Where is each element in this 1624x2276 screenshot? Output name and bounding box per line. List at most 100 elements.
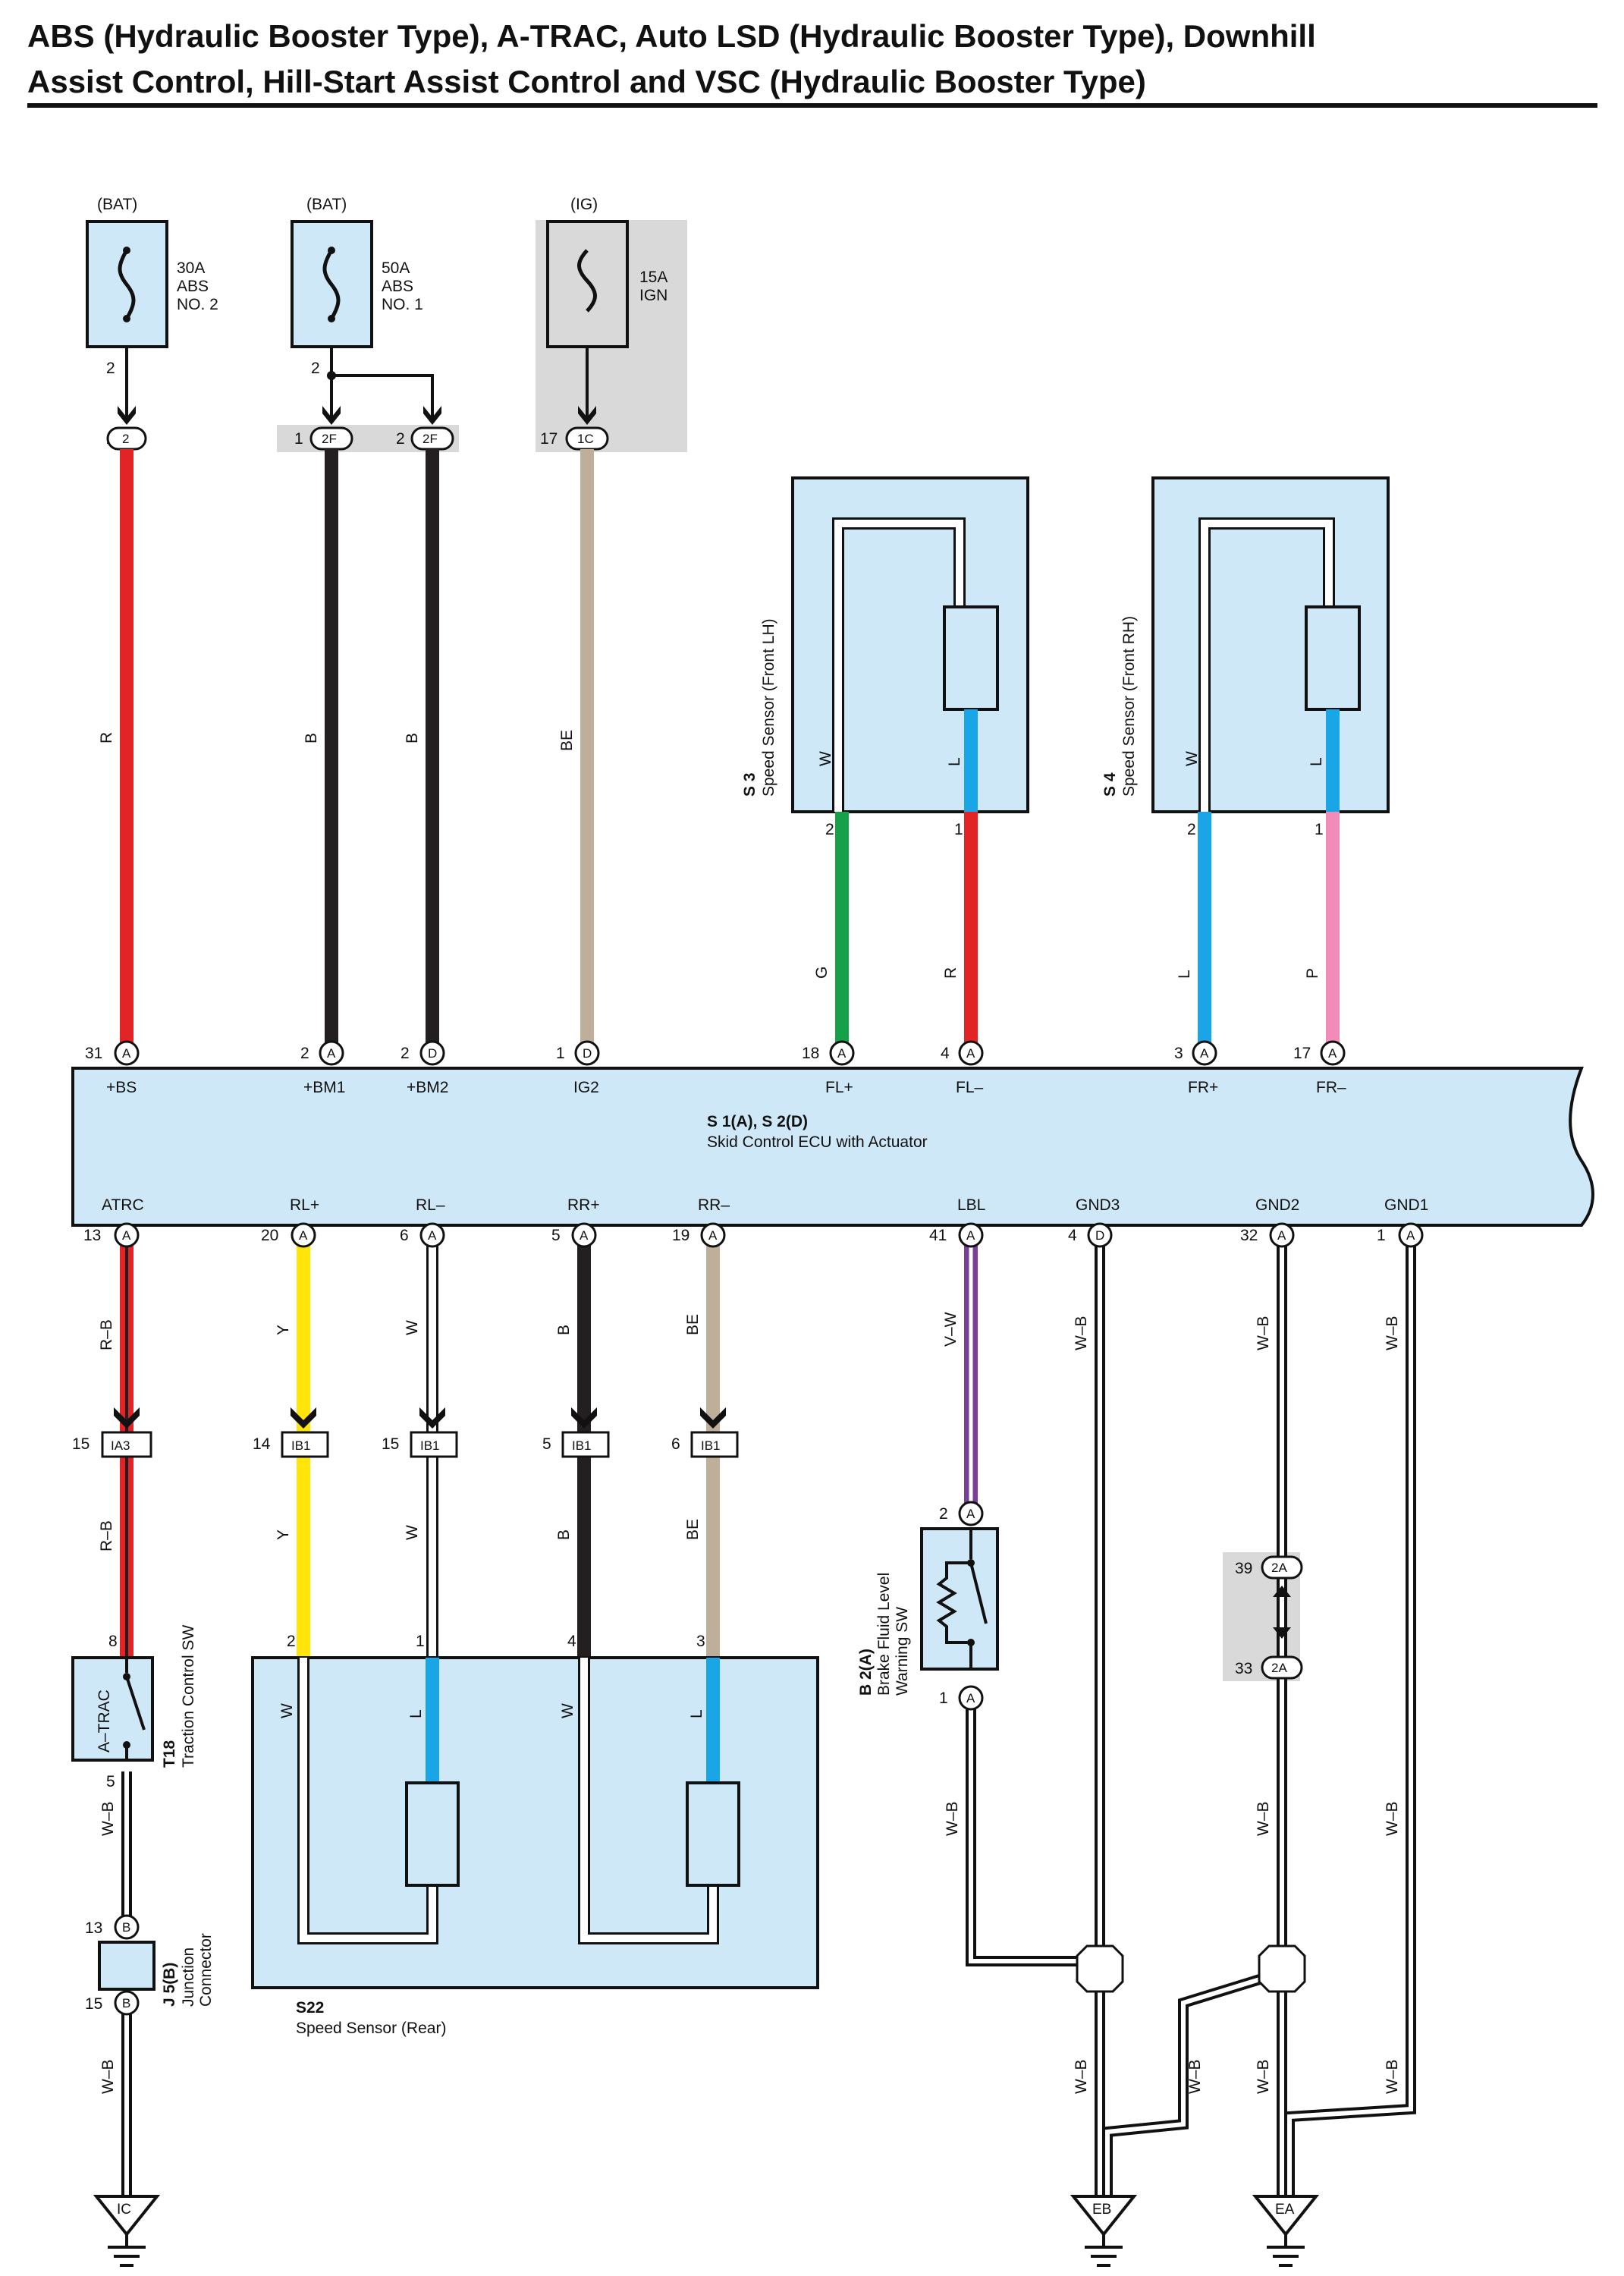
svg-text:1: 1 bbox=[954, 821, 963, 838]
svg-text:1C: 1C bbox=[577, 432, 594, 446]
svg-text:18: 18 bbox=[802, 1045, 819, 1062]
svg-text:Connector: Connector bbox=[197, 1933, 215, 2007]
wire-label-b: B bbox=[555, 1529, 573, 1540]
svg-text:31: 31 bbox=[85, 1045, 102, 1062]
wire-label-wb: W–B bbox=[1073, 1316, 1090, 1350]
skid-control-ecu: S 1(A), S 2(D) Skid Control ECU with Act… bbox=[71, 1067, 1594, 1227]
fuse-abs-no1: (BAT) 50A ABS NO. 1 2 bbox=[291, 196, 423, 377]
svg-text:IC: IC bbox=[117, 2202, 131, 2218]
svg-text:2: 2 bbox=[939, 1505, 948, 1523]
wire-label-wb: W–B bbox=[1255, 1801, 1272, 1836]
wire-label-be: BE bbox=[684, 1314, 702, 1335]
svg-text:GND1: GND1 bbox=[1384, 1196, 1428, 1214]
svg-text:(IG): (IG) bbox=[570, 196, 598, 213]
svg-text:B 2(A): B 2(A) bbox=[857, 1649, 875, 1696]
title-line-1: ABS (Hydraulic Booster Type), A-TRAC, Au… bbox=[27, 18, 1316, 54]
svg-text:13: 13 bbox=[83, 1227, 101, 1244]
svg-text:ATRC: ATRC bbox=[102, 1196, 144, 1214]
wire-label-wb: W–B bbox=[1255, 1316, 1272, 1350]
wire-label-rb: R–B bbox=[98, 1319, 115, 1350]
svg-text:A: A bbox=[966, 1507, 975, 1521]
ground-eb: EB bbox=[1070, 2195, 1138, 2267]
wire-label-wb: W–B bbox=[1384, 1316, 1401, 1350]
svg-text:(BAT): (BAT) bbox=[306, 196, 347, 213]
svg-text:2: 2 bbox=[106, 360, 115, 377]
svg-text:15: 15 bbox=[85, 1995, 102, 2013]
svg-text:S 3: S 3 bbox=[741, 772, 759, 797]
svg-text:RR+: RR+ bbox=[567, 1196, 600, 1214]
svg-text:IGN: IGN bbox=[639, 287, 668, 304]
svg-text:W: W bbox=[817, 751, 834, 766]
svg-text:FR–: FR– bbox=[1316, 1079, 1346, 1096]
traction-control-switch: 8 A–TRAC 5 T18 Traction Control SW bbox=[71, 1625, 197, 1790]
svg-text:EA: EA bbox=[1275, 2202, 1295, 2218]
svg-text:S22: S22 bbox=[296, 1999, 324, 2017]
svg-text:39: 39 bbox=[1235, 1560, 1252, 1577]
svg-text:LBL: LBL bbox=[957, 1196, 985, 1214]
front-sensor-wires bbox=[835, 812, 1340, 1043]
svg-text:RL–: RL– bbox=[416, 1196, 445, 1214]
svg-text:D: D bbox=[428, 1046, 437, 1061]
svg-text:Junction: Junction bbox=[180, 1947, 197, 2007]
svg-text:FL+: FL+ bbox=[825, 1079, 853, 1096]
svg-text:A: A bbox=[1328, 1046, 1337, 1061]
svg-text:15: 15 bbox=[72, 1435, 90, 1453]
svg-text:A: A bbox=[122, 1046, 131, 1061]
svg-text:Brake Fluid Level: Brake Fluid Level bbox=[875, 1573, 893, 1696]
svg-text:2F: 2F bbox=[322, 432, 337, 446]
svg-text:A: A bbox=[580, 1228, 589, 1243]
svg-text:17: 17 bbox=[540, 430, 558, 448]
svg-text:Speed Sensor (Rear): Speed Sensor (Rear) bbox=[296, 2020, 446, 2037]
svg-text:A: A bbox=[428, 1228, 437, 1243]
splice-dot bbox=[327, 371, 336, 380]
wire-label-wb: W–B bbox=[1255, 2059, 1272, 2094]
svg-text:20: 20 bbox=[261, 1227, 278, 1244]
svg-text:Warning SW: Warning SW bbox=[894, 1607, 911, 1696]
svg-text:EB: EB bbox=[1092, 2202, 1111, 2218]
svg-text:6: 6 bbox=[671, 1435, 680, 1453]
svg-text:RR–: RR– bbox=[698, 1196, 730, 1214]
wire-label-g: G bbox=[813, 967, 831, 979]
svg-text:A: A bbox=[966, 1046, 975, 1061]
speed-sensor-front-lh: W L S 3 Speed Sensor (Front LH) 2 1 bbox=[741, 476, 1029, 838]
svg-text:B: B bbox=[122, 1920, 130, 1935]
speed-sensor-rear: W L W L 2 1 4 3 S22 Speed Sensor (Rear) bbox=[251, 1633, 819, 2037]
svg-text:50A: 50A bbox=[382, 259, 410, 277]
svg-text:L: L bbox=[407, 1709, 425, 1718]
wire-label-p: P bbox=[1304, 968, 1321, 979]
wire-label-y: Y bbox=[275, 1325, 292, 1335]
svg-text:IB1: IB1 bbox=[420, 1438, 440, 1453]
svg-text:+BM1: +BM1 bbox=[303, 1079, 345, 1096]
svg-text:5: 5 bbox=[106, 1773, 115, 1790]
svg-text:ABS: ABS bbox=[177, 278, 209, 295]
svg-text:W: W bbox=[1183, 751, 1201, 766]
svg-text:A: A bbox=[837, 1046, 847, 1061]
svg-text:2: 2 bbox=[287, 1633, 296, 1650]
svg-text:1: 1 bbox=[939, 1690, 948, 1707]
svg-text:Skid Control ECU with Actuator: Skid Control ECU with Actuator bbox=[707, 1133, 928, 1151]
svg-text:FL–: FL– bbox=[956, 1079, 984, 1096]
svg-text:4: 4 bbox=[1068, 1227, 1077, 1244]
svg-text:+BM2: +BM2 bbox=[407, 1079, 448, 1096]
svg-text:15: 15 bbox=[382, 1435, 399, 1453]
svg-text:S 1(A), S 2(D): S 1(A), S 2(D) bbox=[707, 1113, 808, 1130]
svg-text:A: A bbox=[708, 1228, 718, 1243]
svg-text:IG2: IG2 bbox=[573, 1079, 599, 1096]
title-rule bbox=[27, 103, 1597, 108]
svg-text:2: 2 bbox=[300, 1045, 309, 1062]
wire-label-b: B bbox=[555, 1325, 573, 1335]
wire-label-b: B bbox=[404, 733, 421, 743]
svg-text:1: 1 bbox=[1377, 1227, 1386, 1244]
svg-text:2: 2 bbox=[311, 360, 320, 377]
svg-text:A–TRAC: A–TRAC bbox=[96, 1690, 113, 1753]
ground-splices bbox=[1076, 1944, 1306, 1993]
svg-text:L: L bbox=[1308, 757, 1325, 766]
junction-connector-j5: 13 B 15 B J 5(B) Junction Connector bbox=[85, 1914, 215, 2016]
wire-label-y: Y bbox=[275, 1529, 292, 1540]
fuse-ign: (IG) 15A IGN bbox=[546, 196, 668, 348]
speed-sensor-front-rh: W L S 4 Speed Sensor (Front RH) 2 1 bbox=[1101, 476, 1390, 838]
wire-label-wb: W–B bbox=[99, 2059, 117, 2094]
svg-text:13: 13 bbox=[85, 1919, 102, 1937]
fuse-abs-no2: (BAT) 30A ABS NO. 2 2 bbox=[86, 196, 218, 377]
